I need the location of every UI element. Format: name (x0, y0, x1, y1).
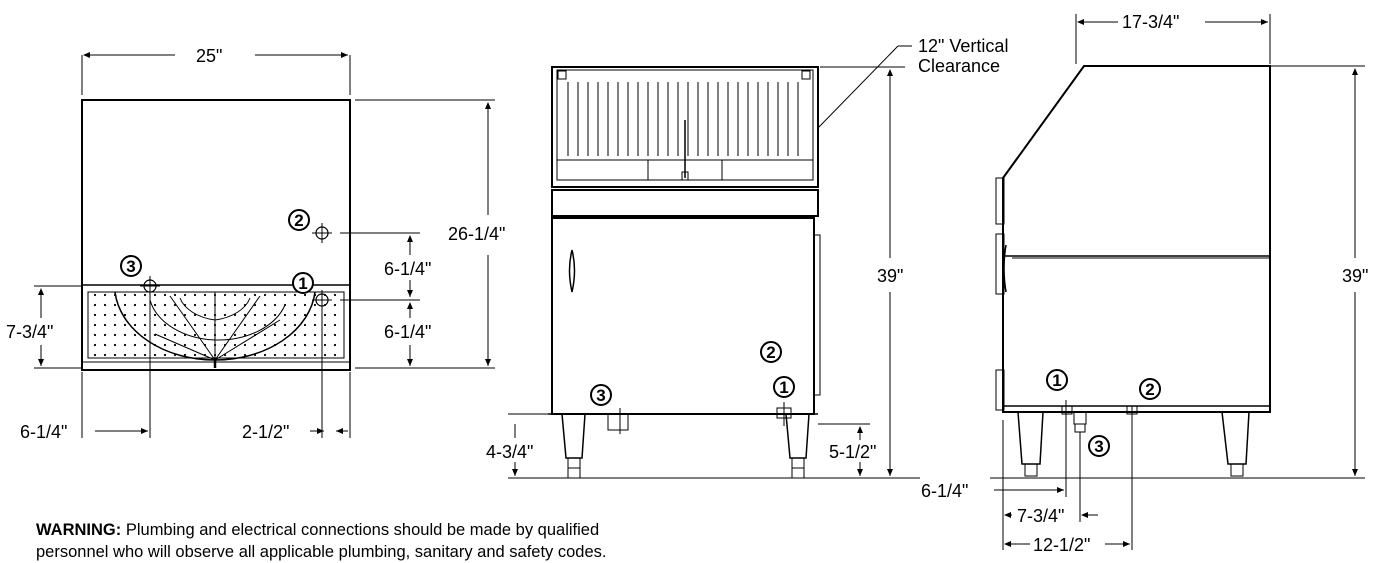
side-view (990, 14, 1365, 550)
side-callout-1: 1 (1046, 369, 1068, 391)
svg-text:3: 3 (126, 257, 135, 276)
front-view (508, 45, 920, 479)
svg-text:2: 2 (766, 343, 775, 362)
side-width-label: 17-3/4" (1122, 12, 1179, 32)
warning-note: WARNING: Plumbing and electrical connect… (36, 519, 756, 563)
front-leg-left-label: 4-3/4" (486, 442, 533, 462)
svg-text:3: 3 (1094, 437, 1103, 456)
svg-text:2: 2 (1145, 380, 1154, 399)
svg-text:1: 1 (298, 274, 307, 293)
front-clearance-label-line2: Clearance (918, 56, 1000, 76)
svg-text:1: 1 (1052, 371, 1061, 390)
top-height-label: 26-1/4" (448, 224, 505, 244)
front-callout-1: 1 (773, 376, 795, 398)
top-callout-1: 1 (292, 272, 314, 294)
top-offset-left-label: 6-1/4" (20, 422, 67, 442)
top-spacing-lower-label: 6-1/4" (384, 322, 431, 342)
top-spacing-upper-label: 6-1/4" (384, 259, 431, 279)
side-height-label: 39" (1342, 266, 1368, 286)
top-offset-right-label: 2-1/2" (242, 422, 289, 442)
warning-heading: WARNING: (36, 521, 122, 539)
front-leg-right-label: 5-1/2" (829, 442, 876, 462)
warning-text: Plumbing and electrical connections shou… (125, 521, 600, 539)
top-callout-2: 2 (288, 209, 310, 231)
side-offset-2-label: 7-3/4" (1017, 506, 1064, 526)
front-callout-2: 2 (760, 341, 782, 363)
svg-text:3: 3 (596, 386, 605, 405)
svg-text:1: 1 (779, 378, 788, 397)
front-callout-3: 3 (590, 384, 612, 406)
top-callout-3: 3 (120, 255, 142, 277)
front-clearance-label-line1: 12" Vertical (918, 36, 1008, 56)
side-callout-3: 3 (1088, 435, 1110, 457)
svg-text:2: 2 (294, 211, 303, 230)
top-width-label: 25" (196, 46, 222, 66)
side-callout-2: 2 (1139, 378, 1161, 400)
top-view (34, 52, 495, 438)
warning-text-line2: personnel who will observe all applicabl… (36, 543, 607, 561)
side-offset-3-label: 12-1/2" (1033, 535, 1090, 555)
side-offset-1-label: 6-1/4" (921, 481, 968, 501)
front-height-label: 39" (877, 266, 903, 286)
top-depth-label: 7-3/4" (6, 322, 53, 342)
